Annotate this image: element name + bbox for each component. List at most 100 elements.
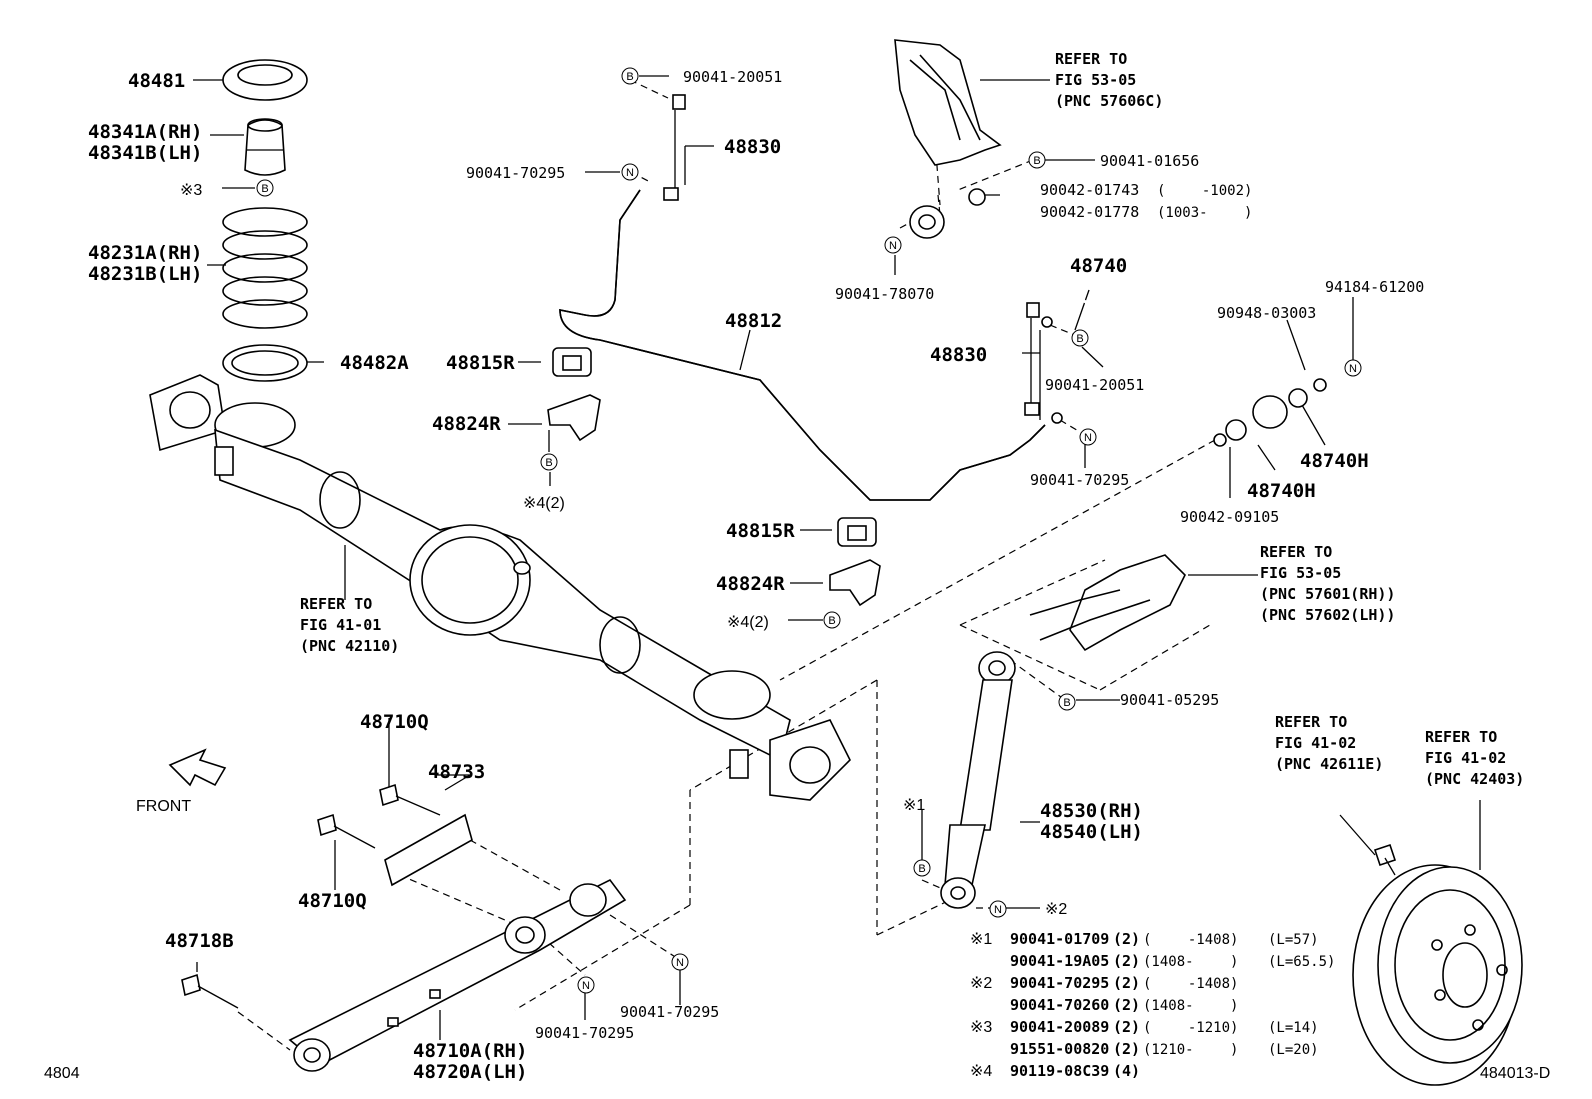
svg-text:※2: ※2 [970, 975, 992, 992]
svg-text:N: N [889, 240, 897, 252]
rear-axle-housing [149, 374, 851, 801]
label-48824r-upper: 48824R [432, 413, 501, 435]
svg-text:(L=65.5): (L=65.5) [1268, 954, 1335, 970]
stabilizer-bar-48812 [559, 189, 1046, 501]
ref-fig4101-3: (PNC 42110) [300, 637, 399, 655]
bushing-48815r-lower [837, 517, 877, 547]
svg-text:B: B [261, 183, 268, 195]
svg-text:( -1408): ( -1408) [1143, 976, 1238, 992]
callout-b-90041-01656: B [1028, 151, 1046, 169]
brake-drum [1352, 864, 1523, 1086]
bolt-48718b [181, 973, 239, 1009]
rod-hardware-right [968, 188, 1327, 447]
svg-text:※3: ※3 [970, 1019, 992, 1036]
stabilizer-link-48830-left [663, 94, 686, 201]
ref-fig5305-b-2: FIG 53-05 [1260, 564, 1341, 582]
ref-fig5305-b-3: (PNC 57601(RH)) [1260, 585, 1395, 603]
label-48830-b: 48830 [930, 344, 987, 366]
footnote-row: ※4 90119-08C39 (4) [970, 1062, 1140, 1080]
footnote-table: ※1 90041-01709 (2) ( -1408) (L=57) 90041… [970, 930, 1335, 1080]
label-48815r-upper: 48815R [446, 352, 515, 374]
footnote-row: ※2 90041-70295 (2) ( -1408) [970, 974, 1238, 992]
label-90042-09105: 90042-09105 [1180, 508, 1279, 526]
label-90042-01743: 90042-01743 [1040, 181, 1139, 199]
label-90042-01778: 90042-01778 [1040, 203, 1139, 221]
callout-n-94184: N [1344, 359, 1362, 377]
label-90041-78070: 90041-78070 [835, 285, 934, 303]
callout-n-shock-lower: N [989, 900, 1007, 918]
body-bracket-upper [894, 39, 1002, 166]
svg-text:※1: ※1 [970, 931, 992, 948]
label-48341a: 48341A(RH) [88, 121, 202, 143]
svg-text:(L=57): (L=57) [1268, 932, 1319, 948]
callout-n-90041-70295-d: N [577, 976, 595, 994]
svg-text:B: B [828, 615, 835, 627]
label-48540: 48540(LH) [1040, 821, 1143, 843]
label-90041-70295-a: 90041-70295 [466, 164, 565, 182]
label-48740h-left: 48740H [1247, 480, 1316, 502]
label-90041-05295: 90041-05295 [1120, 691, 1219, 709]
svg-text:(2): (2) [1113, 1018, 1140, 1036]
svg-text:B: B [545, 457, 552, 469]
svg-text:(1408- ): (1408- ) [1143, 998, 1238, 1014]
callout-n-90041-78070: N [884, 236, 902, 254]
svg-text:B: B [1063, 697, 1070, 709]
ref-fig4101-1: REFER TO [300, 595, 372, 613]
footnote-row: 91551-00820 (2) (1210- ) (L=20) [1010, 1040, 1319, 1058]
bracket-48824r-upper [547, 394, 601, 442]
callout-n-90041-70295-c: N [671, 953, 689, 971]
callout-b-90041-20051-b: B [1071, 329, 1089, 347]
label-48824r-lower: 48824R [716, 573, 785, 595]
ref-fig5305-a-2: FIG 53-05 [1055, 71, 1136, 89]
svg-text:(L=14): (L=14) [1268, 1020, 1319, 1036]
spring-seat-48481 [222, 59, 308, 101]
svg-text:90041-19A05: 90041-19A05 [1010, 952, 1109, 970]
label-90041-70295-d: 90041-70295 [535, 1024, 634, 1042]
label-48231a: 48231A(RH) [88, 242, 202, 264]
label-48231b: 48231B(LH) [88, 263, 202, 285]
label-48530: 48530(RH) [1040, 800, 1143, 822]
svg-text:(2): (2) [1113, 974, 1140, 992]
range-90042-01743: ( -1002) [1157, 183, 1252, 199]
svg-text:( -1408): ( -1408) [1143, 932, 1238, 948]
svg-text:90041-01709: 90041-01709 [1010, 930, 1109, 948]
label-48710q-lower: 48710Q [298, 890, 367, 912]
svg-text:( -1210): ( -1210) [1143, 1020, 1238, 1036]
label-48740: 48740 [1070, 255, 1127, 277]
label-mark4-a: ※4(2) [523, 495, 565, 512]
callout-n-90041-70295-a: N [621, 163, 639, 181]
callout-b-48824-lower: B [823, 611, 841, 629]
ref-fig4101-2: FIG 41-01 [300, 616, 381, 634]
label-48481: 48481 [128, 70, 185, 92]
body-bracket-lower [1029, 554, 1186, 652]
svg-text:N: N [994, 904, 1002, 916]
svg-text:(2): (2) [1113, 930, 1140, 948]
svg-text:(1408- ): (1408- ) [1143, 954, 1238, 970]
corner-right-code: 484013-D [1480, 1065, 1550, 1082]
label-48341b: 48341B(LH) [88, 142, 202, 164]
svg-text:※4: ※4 [970, 1063, 992, 1080]
bracket-48733 [384, 813, 473, 887]
svg-text:B: B [1033, 155, 1040, 167]
label-90041-70295-c: 90041-70295 [620, 1003, 719, 1021]
ref-fig4102-a-3: (PNC 42611E) [1275, 755, 1383, 773]
label-48482a: 48482A [340, 352, 409, 374]
label-48812: 48812 [725, 310, 782, 332]
svg-text:B: B [1076, 333, 1083, 345]
ref-fig4102-a-2: FIG 41-02 [1275, 734, 1356, 752]
stabilizer-link-48830-right [1024, 302, 1063, 424]
label-48830-a: 48830 [724, 136, 781, 158]
bracket-48824r-lower [829, 559, 881, 607]
bump-stopper-48341 [244, 118, 286, 176]
svg-text:(4): (4) [1113, 1062, 1140, 1080]
ref-fig5305-a-1: REFER TO [1055, 50, 1127, 68]
ref-fig4102-b-1: REFER TO [1425, 728, 1497, 746]
ref-fig5305-b-4: (PNC 57602(LH)) [1260, 606, 1395, 624]
hub-bolt [1373, 843, 1397, 876]
ref-fig4102-b-2: FIG 41-02 [1425, 749, 1506, 767]
label-48710q-upper: 48710Q [360, 711, 429, 733]
svg-text:B: B [918, 863, 925, 875]
footnote-row: ※1 90041-01709 (2) ( -1408) (L=57) [970, 930, 1319, 948]
svg-text:N: N [1084, 432, 1092, 444]
